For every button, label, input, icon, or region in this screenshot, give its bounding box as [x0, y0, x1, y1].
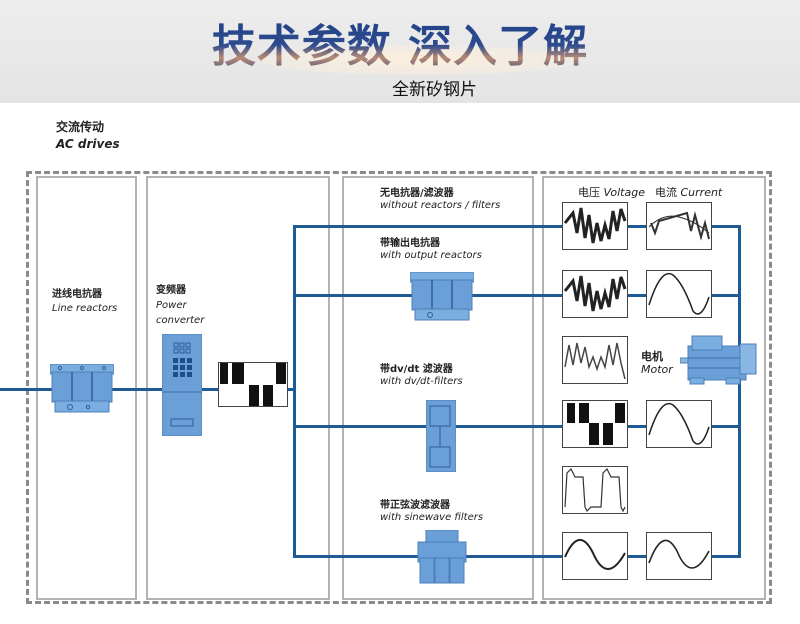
motor-en: Motor: [641, 363, 673, 376]
voltage-noisy-wave-2: [563, 275, 627, 312]
pwm-output-plot: [218, 362, 288, 407]
wire-branch-3: [293, 425, 740, 428]
label-branch-3: 带dv/dt 滤波器 with dv/dt-filters: [380, 364, 463, 388]
sinewave-filter-icon: [417, 530, 467, 584]
panel-filters: [342, 176, 534, 600]
dvdt-filter-icon: [426, 400, 456, 472]
filtered-voltage-plot: [562, 466, 628, 514]
line-reactors-cn: 进线电抗器: [52, 289, 102, 300]
wire-branch-1: [293, 225, 740, 228]
label-branch-4: 带正弦波滤波器 with sinewave filters: [380, 500, 483, 524]
current-plot-sinewave: [646, 532, 712, 580]
label-branch-1: 无电抗器/滤波器 without reactors / filters: [380, 188, 500, 212]
output-reactor-icon: [410, 272, 474, 321]
branch-3-cn: 带dv/dt 滤波器: [380, 364, 453, 375]
voltage-sine-wave: [564, 539, 626, 570]
current-cn: 电流: [655, 186, 677, 199]
power-converter-en1: Power: [156, 300, 187, 311]
heading-cn: 交流传动: [56, 120, 105, 134]
voltage-plot-output-reactor: [562, 270, 628, 318]
bus-left: [293, 225, 296, 558]
panel-waveforms: [542, 176, 766, 600]
current-header: 电流 Current: [655, 184, 722, 200]
current-plot-no-filter: [646, 202, 712, 250]
line-reactors-en: Line reactors: [52, 303, 118, 314]
ac-drives-boundary: [26, 171, 772, 604]
current-noisy-wave: [648, 211, 710, 241]
branch-3-en: with dv/dt-filters: [380, 376, 463, 387]
wire-branch-2: [293, 294, 740, 297]
wire-branch-4: [293, 555, 740, 558]
branch-1-en: without reactors / filters: [380, 200, 501, 211]
voltage-plot-sinewave: [562, 532, 628, 580]
label-power-converter: 变频器 Power converter: [156, 283, 204, 328]
ringing-wave: [564, 342, 626, 380]
page-subtitle: 全新矽钢片: [392, 80, 477, 100]
label-line-reactors: 进线电抗器 Line reactors: [52, 288, 117, 316]
current-plot-output-reactor: [646, 270, 712, 318]
current-plot-dvdt: [646, 400, 712, 448]
motor-voltage-plot: [562, 336, 628, 384]
voltage-en: Voltage: [603, 186, 645, 199]
diagram-heading: 交流传动 AC drives: [56, 119, 120, 153]
voltage-noisy-wave: [563, 207, 627, 244]
branch-4-en: with sinewave filters: [380, 512, 484, 523]
power-converter-en2: converter: [156, 315, 205, 326]
branch-2-en: with output reactors: [380, 250, 482, 261]
square-wave: [564, 467, 626, 513]
label-motor: 电机 Motor: [641, 350, 673, 376]
current-sine-wave: [648, 272, 710, 315]
heading-en: AC drives: [56, 137, 120, 151]
motor-icon: [680, 335, 757, 385]
header-banner: 技术参数 深入了解 全新矽钢片: [0, 0, 800, 103]
motor-cn: 电机: [641, 350, 663, 363]
current-en: Current: [680, 186, 723, 199]
voltage-plot-no-filter: [562, 202, 628, 250]
pwm-voltage-wave: [567, 403, 625, 445]
voltage-cn: 电压: [578, 186, 600, 199]
voltage-header: 电压 Voltage: [578, 184, 645, 200]
line-reactor-icon: [50, 364, 114, 413]
title-glow: [260, 45, 580, 75]
voltage-plot-dvdt: [562, 400, 628, 448]
power-converter-cn: 变频器: [156, 285, 186, 296]
page-title: 技术参数 深入了解: [0, 10, 800, 74]
branch-4-cn: 带正弦波滤波器: [380, 500, 450, 511]
power-converter-icon: [162, 334, 202, 436]
branch-1-cn: 无电抗器/滤波器: [380, 188, 454, 199]
main-wire: [0, 388, 295, 391]
current-sine-wave-3: [648, 539, 710, 569]
bus-right: [738, 225, 741, 558]
branch-2-cn: 带输出电抗器: [380, 238, 440, 249]
label-branch-2: 带输出电抗器 with output reactors: [380, 238, 482, 262]
current-sine-wave-2: [648, 402, 710, 445]
